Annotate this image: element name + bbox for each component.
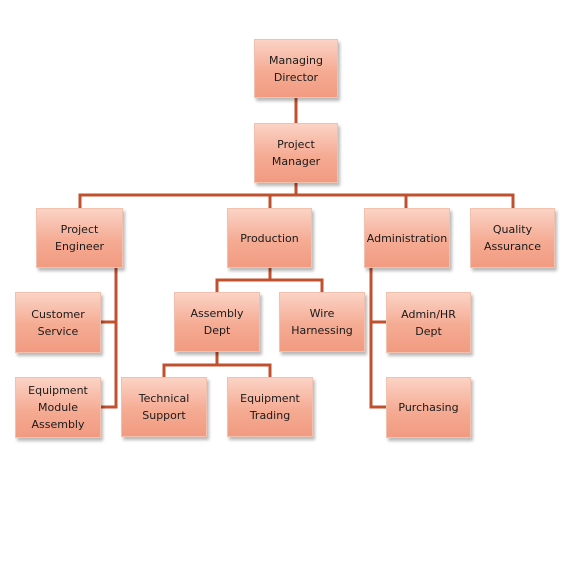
managing-director-box: Managing Director — [254, 39, 338, 98]
admin-hr-dept-box: Admin/HR Dept — [386, 292, 471, 353]
customer-service-box: Customer Service — [15, 292, 101, 353]
administration-box: Administration — [364, 208, 450, 268]
purchasing-box: Purchasing — [386, 377, 471, 438]
assembly-dept-box: Assembly Dept — [174, 292, 260, 352]
equipment-trading-box: Equipment Trading — [227, 377, 313, 437]
production-box: Production — [227, 208, 312, 268]
quality-assurance-box: Quality Assurance — [470, 208, 555, 268]
technical-support-box: Technical Support — [121, 377, 207, 437]
project-manager-box: Project Manager — [254, 123, 338, 183]
equipment-module-assembly-box: Equipment Module Assembly — [15, 377, 101, 438]
project-engineer-box: Project Engineer — [36, 208, 123, 268]
wire-harnessing-box: Wire Harnessing — [279, 292, 365, 352]
